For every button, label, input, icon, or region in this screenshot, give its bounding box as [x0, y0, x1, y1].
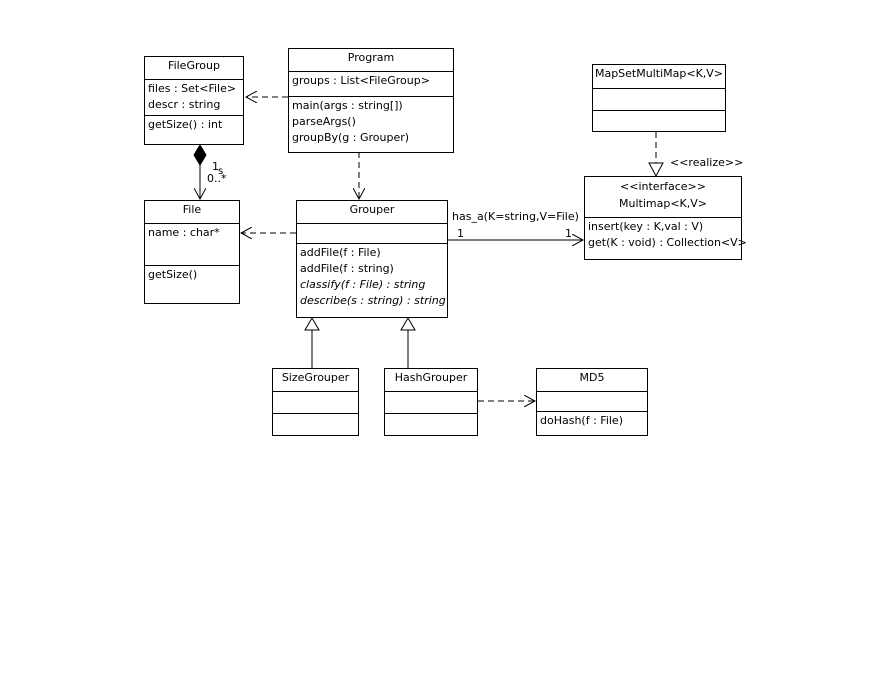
attributes-section: groups : List<FileGroup> [289, 71, 453, 96]
composition-role-label: s [218, 166, 224, 177]
class-sizegrouper[interactable]: SizeGrouper [272, 368, 359, 436]
class-file[interactable]: File name : char* getSize() [144, 200, 240, 304]
operation: doHash(f : File) [540, 414, 623, 427]
has-a-source-multiplicity: 1 [457, 227, 464, 240]
composition-many-multiplicity: 0..* [207, 172, 227, 185]
operations-section [593, 110, 725, 131]
attributes-section [593, 88, 725, 110]
attribute: name : char* [148, 226, 220, 239]
attributes-section: name : char* [145, 223, 239, 265]
operation: addFile(f : string) [300, 262, 394, 275]
composition-diamond [193, 144, 207, 166]
operations-section: getSize() : int [145, 115, 243, 134]
class-name: MD5 [579, 371, 605, 384]
generalization-hashgrouper-triangle [400, 317, 416, 331]
class-filegroup[interactable]: FileGroup files : Set<File> descr : stri… [144, 56, 244, 145]
operation: groupBy(g : Grouper) [292, 131, 410, 144]
class-mapsetmultimap[interactable]: MapSetMultiMap<K,V> [592, 64, 726, 132]
operations-section: addFile(f : File) addFile(f : string) cl… [297, 243, 447, 310]
class-name: Multimap<K,V> [619, 197, 707, 210]
attributes-section [273, 391, 358, 413]
class-multimap[interactable]: <<interface>> Multimap<K,V> insert(key :… [584, 176, 747, 260]
operation: insert(key : K,val : V) [588, 220, 704, 233]
generalization-sizegrouper-triangle [304, 317, 320, 331]
attributes-section [537, 391, 647, 411]
class-grouper[interactable]: Grouper addFile(f : File) addFile(f : st… [296, 200, 448, 318]
class-name: FileGroup [168, 59, 220, 72]
attributes-section [385, 391, 477, 413]
abstract-operation: classify(f : File) : string [300, 278, 426, 291]
operation: addFile(f : File) [300, 246, 381, 259]
operation: main(args : string[]) [292, 99, 403, 112]
operation: getSize() : int [148, 118, 223, 131]
class-name: SizeGrouper [281, 371, 350, 384]
interface-stereotype: <<interface>> [620, 180, 706, 193]
operations-section [385, 413, 477, 435]
class-name: File [182, 203, 202, 216]
operations-section: insert(key : K,val : V) get(K : void) : … [585, 217, 747, 252]
operation: parseArgs() [292, 115, 356, 128]
realization-triangle [648, 162, 664, 178]
class-program[interactable]: Program groups : List<FileGroup> main(ar… [288, 48, 454, 153]
operations-section: doHash(f : File) [537, 411, 647, 430]
attribute: groups : List<FileGroup> [292, 74, 430, 87]
operations-section: main(args : string[]) parseArgs() groupB… [289, 96, 453, 147]
class-hashgrouper[interactable]: HashGrouper [384, 368, 478, 436]
operation: getSize() [148, 268, 198, 281]
abstract-operation: describe(s : string) : string [300, 294, 446, 307]
class-name: MapSetMultiMap<K,V> [594, 67, 724, 80]
attributes-section: files : Set<File> descr : string [145, 79, 243, 115]
class-name: Grouper [349, 203, 395, 216]
has-a-label: has_a(K=string,V=File) [452, 210, 579, 223]
attribute: descr : string [148, 98, 221, 111]
attributes-section [297, 223, 447, 243]
realize-label: <<realize>> [670, 156, 744, 169]
operations-section: getSize() [145, 265, 239, 284]
class-name: Program [347, 51, 395, 64]
has-a-target-multiplicity: 1 [565, 227, 572, 240]
attribute: files : Set<File> [148, 82, 237, 95]
class-md5[interactable]: MD5 doHash(f : File) [536, 368, 648, 436]
class-name: HashGrouper [394, 371, 468, 384]
operations-section [273, 413, 358, 435]
operation: get(K : void) : Collection<V> [588, 236, 747, 249]
composition-one-multiplicity: 1 [212, 160, 219, 173]
